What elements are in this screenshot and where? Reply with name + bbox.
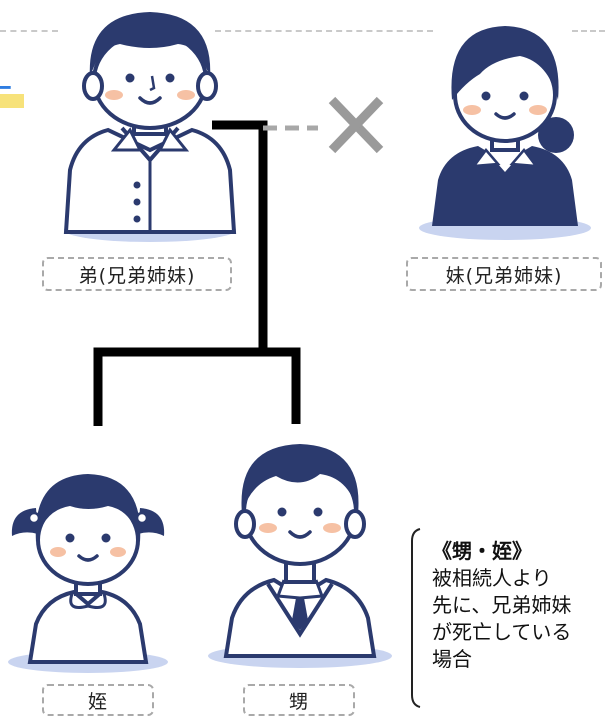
highlight-bar (0, 94, 24, 108)
note-line-3: が死亡している (432, 620, 572, 644)
explanatory-note: 《甥・姪》 被相続人より 先に、兄弟姉妹 が死亡している 場合 (432, 538, 605, 673)
label-brother: 弟(兄弟姉妹) (42, 257, 232, 291)
cross-mark-icon (328, 96, 384, 154)
note-title: 《甥・姪》 (432, 539, 532, 563)
note-line-4: 場合 (432, 647, 472, 671)
clipped-glyph: ─ (0, 68, 11, 108)
young-man-avatar-icon (63, 12, 237, 242)
label-sister: 妹(兄弟姉妹) (406, 257, 602, 291)
woman-avatar-icon (419, 26, 591, 240)
top-dashed-divider-middle (215, 30, 433, 32)
label-niece: 姪 (42, 684, 154, 716)
note-bracket (411, 528, 421, 708)
note-line-1: 被相続人より (432, 566, 552, 590)
top-dashed-divider-left (0, 30, 58, 32)
girl-avatar-icon (8, 474, 168, 673)
boy-avatar-icon (208, 444, 392, 668)
note-line-2: 先に、兄弟姉妹 (432, 593, 572, 617)
connector-to-nephew (263, 347, 301, 424)
top-dashed-divider-right (572, 30, 605, 32)
clipped-highlight-mark: ─ (0, 66, 24, 112)
label-nephew: 甥 (243, 684, 355, 716)
family-connector-lines (93, 120, 301, 426)
